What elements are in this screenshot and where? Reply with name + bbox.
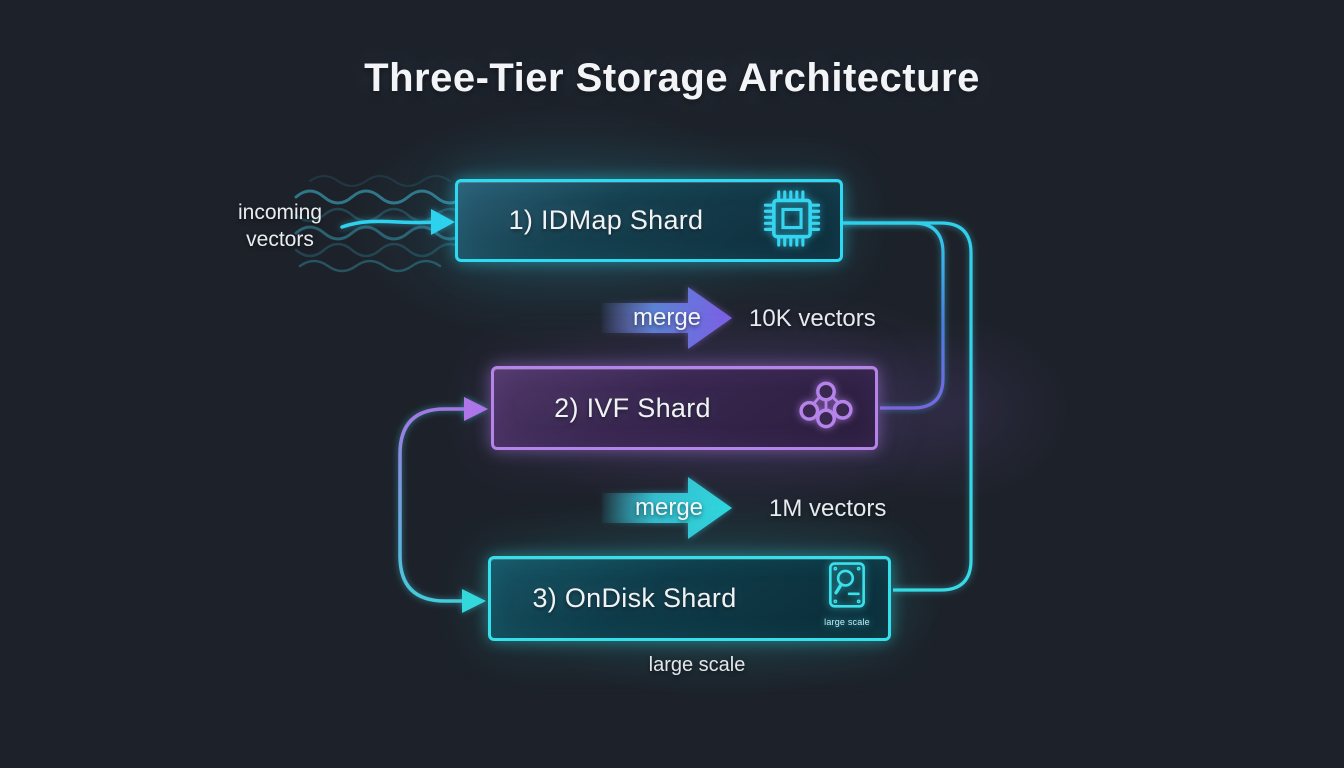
edge-left-ivf-ondisk	[398, 397, 488, 613]
disk-icon-caption: large scale	[824, 616, 870, 627]
node-ondisk-label: 3) OnDisk Shard	[532, 583, 737, 613]
incoming-label-line2: vectors	[246, 228, 314, 251]
node-ivf-shard: 2) IVF Shard	[491, 366, 878, 450]
chip-icon	[763, 189, 821, 252]
incoming-waves	[294, 175, 466, 273]
arrowhead-into-ivf	[464, 397, 488, 421]
incoming-label-line1: incoming	[237, 201, 323, 224]
edge-idmap-to-ondisk	[842, 221, 973, 592]
incoming-vectors-label: incoming vectors	[219, 199, 341, 253]
merge-label-2: merge	[634, 494, 704, 521]
node-ivf-label: 2) IVF Shard	[554, 392, 711, 423]
incoming-arrow	[340, 209, 455, 235]
merge-arrow-2	[602, 477, 732, 539]
disk-search-icon: large scale	[824, 561, 870, 627]
merge-label-1: merge	[632, 304, 702, 331]
page-title: Three-Tier Storage Architecture	[364, 56, 980, 100]
merge-arrow-1	[602, 287, 732, 349]
arrowhead-into-ondisk	[462, 589, 486, 613]
large-scale-label: large scale	[648, 654, 746, 676]
merge-annotation-2: 1M vectors	[769, 495, 887, 522]
node-ondisk-shard: 3) OnDisk Shard large scale	[488, 556, 891, 641]
merge-annotation-1: 10K vectors	[749, 305, 876, 332]
cluster-icon	[798, 380, 854, 437]
node-idmap-shard: 1) IDMap Shard	[455, 179, 843, 262]
node-idmap-label: 1) IDMap Shard	[508, 205, 704, 235]
edge-idmap-to-ivf	[842, 221, 945, 410]
